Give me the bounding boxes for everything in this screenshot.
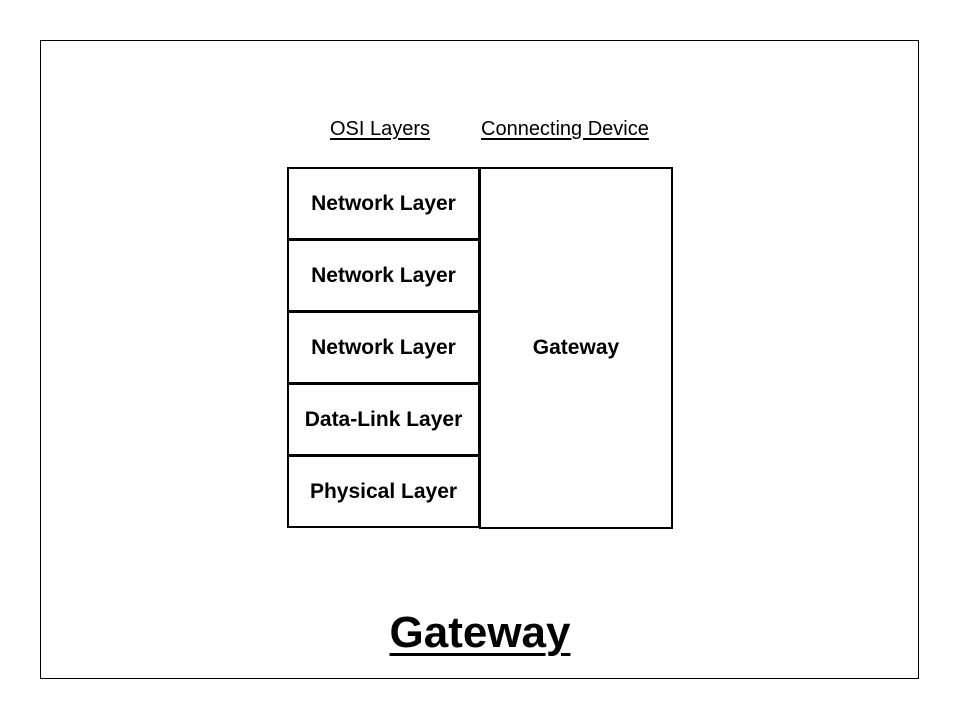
connecting-device-header: Connecting Device: [481, 118, 649, 140]
layer-box-2: Network Layer: [287, 239, 480, 312]
gateway-device-box: Gateway: [479, 167, 673, 529]
layer-box-1: Network Layer: [287, 167, 480, 240]
layer-box-3: Network Layer: [287, 311, 480, 384]
slide-frame: [40, 40, 919, 679]
layer-box-5: Physical Layer: [287, 455, 480, 528]
diagram-title: Gateway: [389, 608, 571, 657]
osi-layers-header: OSI Layers: [330, 118, 431, 140]
layer-box-4: Data-Link Layer: [287, 383, 480, 456]
